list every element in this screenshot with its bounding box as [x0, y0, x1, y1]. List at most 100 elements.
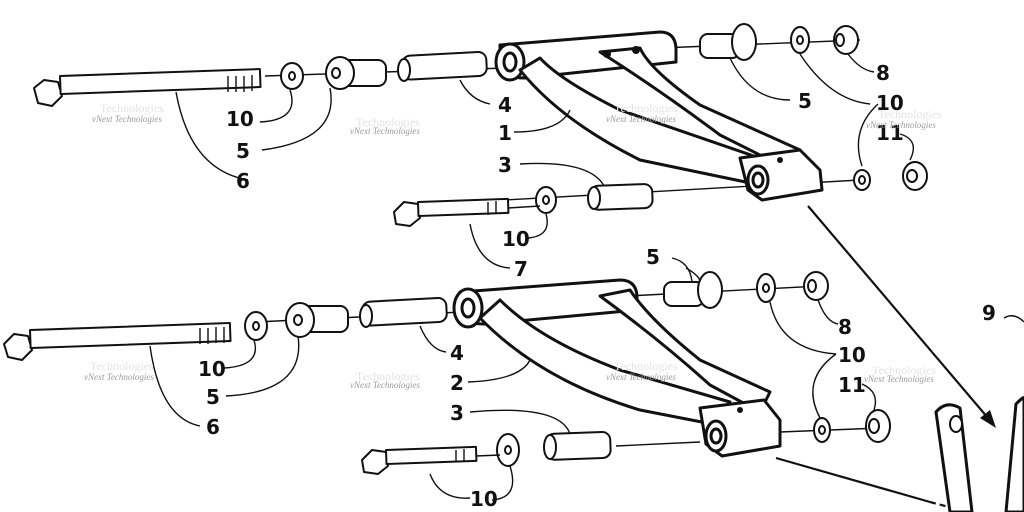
axis-line — [507, 205, 541, 209]
leader-line — [261, 87, 332, 151]
a-arm-2 — [452, 278, 782, 458]
callout-3-upper: 3 — [498, 153, 512, 177]
callout-9: 9 — [982, 301, 996, 325]
leader-line — [175, 91, 249, 181]
bolt-long-upper — [33, 68, 262, 107]
bushing-upper-right — [699, 23, 757, 61]
leader-line — [223, 339, 256, 369]
watermark-faint: Technologies — [100, 101, 164, 115]
callout-5-upper-left: 5 — [236, 139, 250, 163]
callout-labels: 8 5 10 11 4 1 10 5 6 3 10 7 9 5 8 10 11 … — [198, 61, 996, 511]
callout-6-lower: 6 — [206, 415, 220, 439]
spacer-lower — [359, 297, 448, 328]
axis-line — [475, 454, 501, 457]
callout-1: 1 — [498, 121, 512, 145]
axis-line — [627, 285, 821, 297]
callout-10-lower-right: 10 — [838, 343, 866, 367]
leader-line — [469, 409, 571, 435]
leader-line — [259, 89, 293, 123]
callout-10-upper-right: 10 — [876, 91, 904, 115]
leader-line — [527, 213, 548, 239]
bolt-long-lower — [3, 322, 232, 361]
washer-bolt-lower — [496, 433, 520, 467]
axis-line — [615, 441, 701, 447]
leader-line — [769, 301, 837, 355]
callout-11-lower: 11 — [838, 373, 866, 397]
washer-lower-right-lower — [813, 417, 831, 443]
callout-4-upper: 4 — [498, 93, 512, 117]
leader-line — [847, 53, 875, 73]
leader-line — [459, 79, 491, 105]
upper-assembly — [33, 23, 996, 428]
leader-line — [899, 133, 914, 161]
callout-11-upper: 11 — [876, 121, 904, 145]
watermark: vNext Technologies — [606, 114, 676, 124]
washer-lower-left — [244, 311, 268, 341]
leader-line — [149, 345, 201, 427]
washer-bolt-upper — [535, 186, 557, 214]
lower-assembly — [3, 257, 1024, 512]
watermark: vNext Technologies — [92, 114, 162, 124]
leader-line — [812, 353, 837, 419]
watermark: vNext Technologies — [866, 120, 936, 130]
leader-line — [491, 465, 514, 501]
watermark-faint: Technologies — [872, 363, 936, 377]
callout-10-upper-bolt: 10 — [502, 227, 530, 251]
nut-lower-right-lower — [865, 409, 891, 443]
callout-8-upper: 8 — [876, 61, 890, 85]
axis-line — [659, 39, 861, 49]
watermark-faint: Technologies — [356, 115, 420, 129]
callout-10-lower-bolt: 10 — [470, 487, 498, 511]
watermark: vNext Technologies — [350, 380, 420, 390]
callout-5-upper-right: 5 — [798, 89, 812, 113]
leader-line — [1003, 315, 1024, 323]
callout-5-lower-top: 5 — [646, 245, 660, 269]
leader-line — [671, 257, 693, 283]
washer-upper-right — [790, 26, 810, 54]
bolt-short-upper — [393, 197, 510, 227]
nut-lower-right — [803, 271, 829, 301]
nut-upper-right-lower — [902, 161, 928, 191]
bushing-lower-right — [663, 271, 723, 309]
callout-10-lower-left: 10 — [198, 357, 226, 381]
bushing-lower-left — [285, 302, 349, 338]
washer-upper-left — [280, 62, 304, 90]
bushing-upper-left — [325, 56, 387, 90]
callout-5-lower-left: 5 — [206, 385, 220, 409]
watermark: vNext Technologies — [84, 372, 154, 382]
callout-3-lower: 3 — [450, 401, 464, 425]
watermark: vNext Technologies — [606, 372, 676, 382]
leader-line — [469, 223, 511, 269]
callout-4-lower: 4 — [450, 341, 464, 365]
callout-8-lower: 8 — [838, 315, 852, 339]
watermark-faint: Technologies — [614, 359, 678, 373]
arrow-line — [807, 205, 989, 419]
leader-line — [429, 473, 471, 499]
watermark-faint: Technologies — [90, 359, 154, 373]
leader-line — [513, 109, 571, 133]
leader-line — [799, 53, 871, 105]
watermark-faint: Technologies — [614, 101, 678, 115]
nut-upper-right — [833, 25, 859, 55]
callout-10-upper-left: 10 — [226, 107, 254, 131]
leader-line — [419, 325, 447, 353]
leader-line — [861, 383, 877, 411]
callout-6-upper: 6 — [236, 169, 250, 193]
leader-line — [817, 299, 839, 325]
washer-upper-right-lower — [853, 169, 871, 191]
leader-line — [729, 57, 791, 101]
watermarks: Technologies vNext Technologies Technolo… — [84, 101, 942, 390]
callout-2: 2 — [450, 371, 464, 395]
leader-line — [857, 103, 879, 167]
spacer-3-lower — [543, 431, 612, 461]
bolt-short-lower — [361, 445, 478, 475]
spacer-upper — [397, 51, 488, 82]
callout-7: 7 — [514, 257, 528, 281]
spacer-3-upper — [587, 183, 654, 211]
watermark-faint: Technologies — [356, 369, 420, 383]
leader-line — [467, 359, 531, 383]
a-arm-1 — [494, 30, 824, 202]
leader-line — [225, 335, 300, 397]
